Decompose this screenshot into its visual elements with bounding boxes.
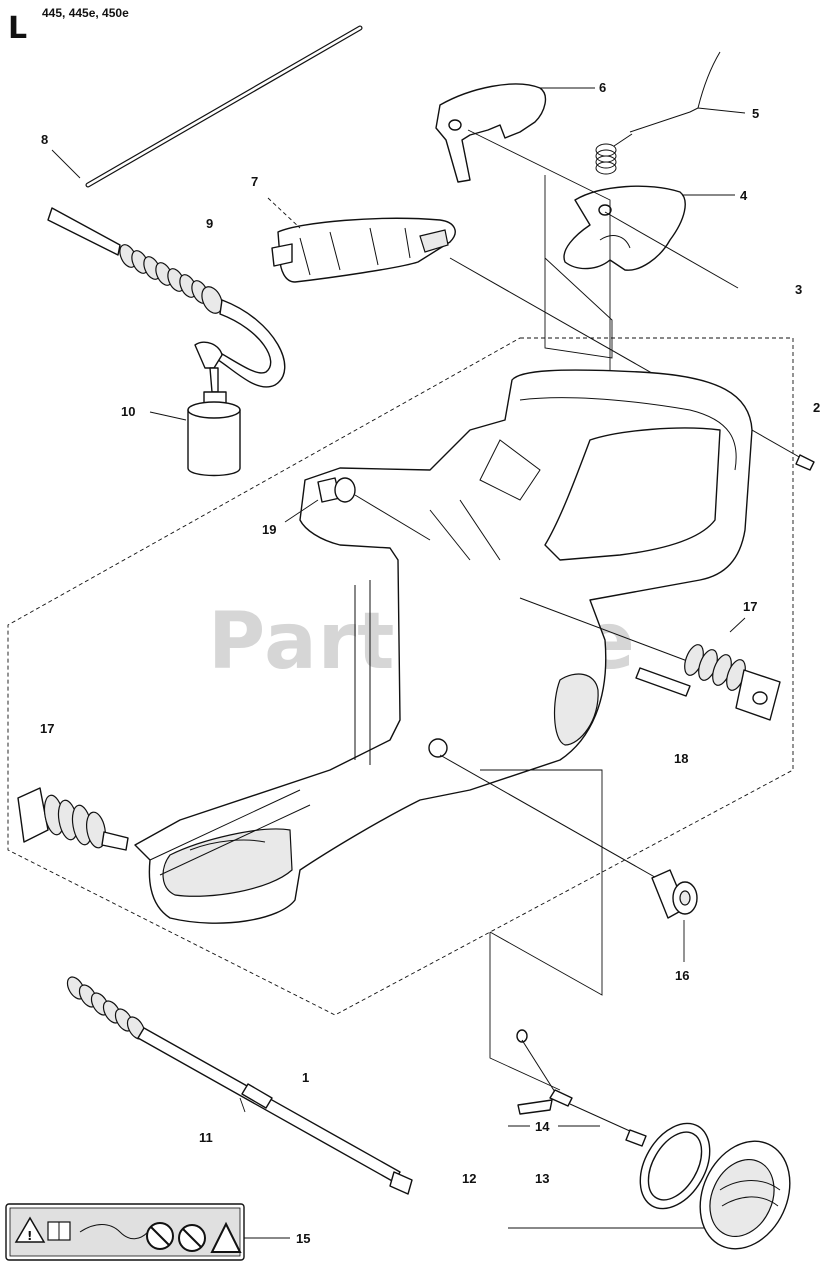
handle-body	[134, 369, 753, 924]
part-8-rod	[51, 25, 363, 188]
svg-text:!: !	[27, 1229, 32, 1243]
part-4-lockout	[563, 185, 739, 289]
callout-17-left: 17	[40, 721, 54, 736]
prohibited-icon	[146, 1222, 174, 1250]
part-19-grommet	[284, 477, 431, 541]
callout-7: 7	[251, 174, 258, 189]
model-list: 445, 445e, 450e	[42, 6, 129, 20]
bracket-13	[489, 932, 561, 1091]
callout-19: 19	[262, 522, 276, 537]
callout-1: 1	[302, 1070, 309, 1085]
callout-11: 11	[199, 1130, 213, 1145]
callout-12: 12	[462, 1171, 476, 1186]
callout-15: 15	[296, 1231, 310, 1246]
bracket-3	[544, 175, 613, 359]
callout-8: 8	[41, 132, 48, 147]
part-9-cable	[47, 207, 286, 388]
part-5-spring	[595, 51, 746, 175]
callout-2: 2	[813, 400, 820, 415]
bracket-12	[480, 769, 603, 996]
part-7-cover	[267, 197, 456, 283]
callout-14: 14	[535, 1119, 550, 1134]
callout-9: 9	[206, 216, 213, 231]
part-16-bushing	[439, 754, 698, 962]
part-11-cable	[66, 976, 413, 1195]
callout-17-right: 17	[743, 599, 757, 614]
callout-10: 10	[121, 404, 135, 419]
part-6-trigger	[435, 83, 595, 183]
callout-5: 5	[752, 106, 759, 121]
part-17-left-spring	[17, 787, 129, 851]
callout-13: 13	[535, 1171, 549, 1186]
part-15-decal: !	[5, 1203, 290, 1261]
section-letter: L	[8, 11, 27, 46]
part-12-cap	[508, 1140, 791, 1250]
part-14-choke	[508, 1029, 647, 1147]
part-10-filter	[149, 367, 241, 477]
part-17-right-spring	[519, 597, 781, 721]
part-13-gasket	[639, 1122, 711, 1210]
callout-3: 3	[795, 282, 802, 297]
kickback-warning-icon	[210, 1221, 242, 1253]
callout-6: 6	[599, 80, 606, 95]
callout-4: 4	[740, 188, 748, 203]
assembly-outline	[7, 337, 794, 1016]
callout-18: 18	[674, 751, 688, 766]
warning-triangle-icon: !	[14, 1216, 46, 1243]
prohibited-icon-2	[178, 1224, 206, 1252]
callout-16: 16	[675, 968, 689, 983]
